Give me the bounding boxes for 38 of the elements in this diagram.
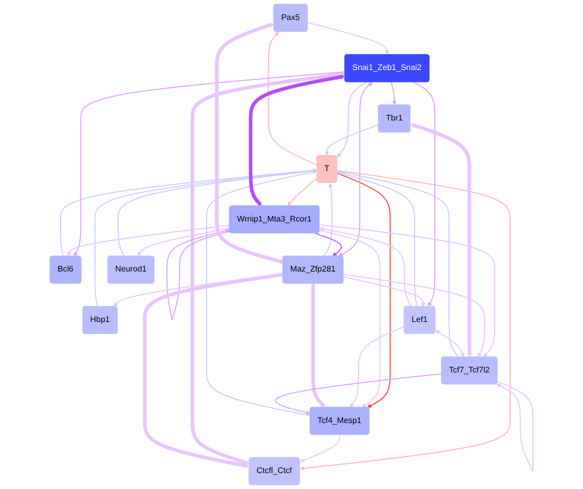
arrow [337, 170, 459, 358]
arrow [410, 123, 472, 358]
arrow [94, 168, 318, 307]
arrow [214, 22, 284, 264]
arrow [287, 178, 318, 206]
arrow [343, 276, 426, 307]
arrow [300, 170, 511, 471]
arrow [314, 232, 342, 256]
arrow [190, 72, 345, 465]
arrow [67, 224, 230, 256]
arrow [413, 82, 436, 307]
arrow [343, 274, 486, 358]
arrow [308, 22, 390, 55]
arrow [324, 124, 379, 156]
arrow [350, 326, 404, 408]
arrow [337, 172, 391, 408]
arrow [118, 168, 318, 256]
arrow [311, 284, 326, 408]
arrow [60, 168, 318, 256]
arrow [390, 82, 397, 106]
arrow [74, 71, 345, 256]
arrow [142, 272, 284, 468]
arrow [336, 82, 366, 158]
arrow [338, 82, 372, 256]
arrow [319, 230, 380, 408]
arrow [166, 228, 230, 320]
arrow [300, 434, 340, 462]
arrow [319, 226, 412, 307]
arrow [435, 330, 465, 358]
arrow [323, 182, 333, 256]
arrow [496, 381, 534, 472]
arrow [275, 373, 442, 415]
arrow [138, 228, 230, 256]
arrow [248, 74, 345, 206]
arrow [337, 171, 418, 307]
arrow [268, 32, 318, 166]
arrow [206, 170, 318, 416]
arrow [319, 224, 496, 358]
